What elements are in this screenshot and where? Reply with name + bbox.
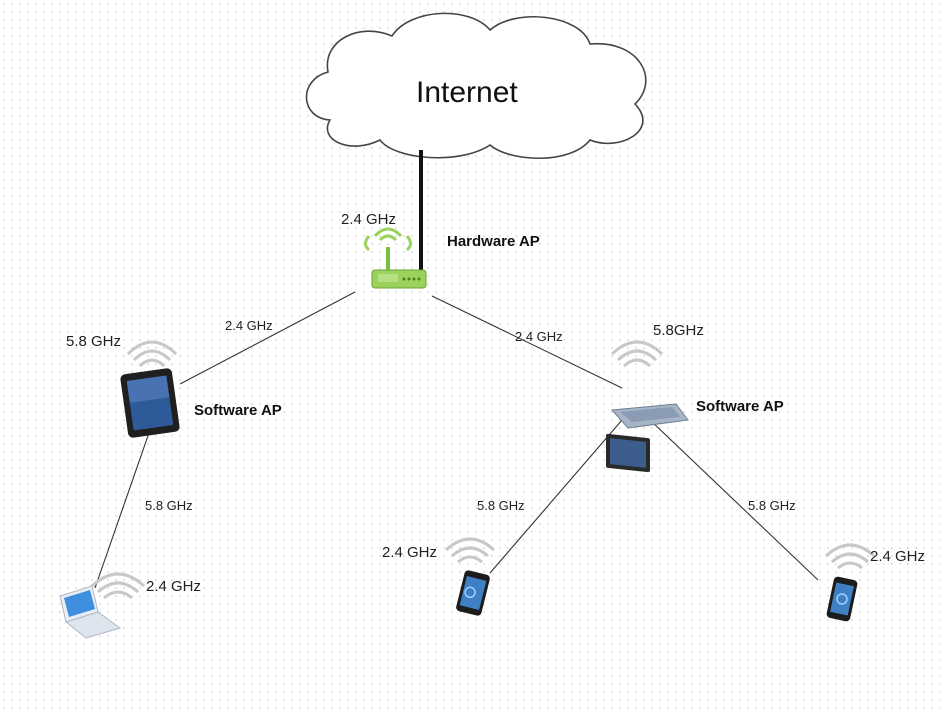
laptop-client-frequency: 2.4 GHz [146,578,202,595]
internet-cloud [305,12,647,159]
software-ap-right-label: Software AP [696,398,784,415]
hardware-ap-label: Hardware AP [447,233,540,250]
link-label-hw-to-laptop: 2.4 GHz [515,329,563,344]
links [94,150,819,589]
laptop-client-icon [59,585,122,639]
link-label-laptop-to-phone-mid: 5.8 GHz [477,498,525,513]
wifi-icon-phone-right [824,543,876,570]
link-label-tablet-to-laptop-client: 5.8 GHz [145,498,193,513]
software-ap-left-frequency: 5.8 GHz [66,333,122,350]
phone-right-frequency: 2.4 GHz [870,548,926,565]
phone-mid-icon [456,570,490,616]
internet-label: Internet [416,76,518,109]
wifi-icon-laptop-client [90,572,146,600]
wifi-icon-tablet [126,340,178,368]
software-ap-left-label: Software AP [194,402,282,419]
link-hw-to-tablet [179,291,356,385]
link-hw-to-laptop [431,295,623,389]
link-laptop-to-phone-right [649,419,819,581]
link-tablet-to-laptop-client [94,429,151,589]
wifi-icon-laptop-right [610,340,664,368]
tablet-icon [120,368,180,438]
router-icon [364,227,427,289]
hardware-ap-frequency: 2.4 GHz [341,211,397,228]
link-label-hw-to-tablet: 2.4 GHz [225,318,273,333]
software-ap-right-frequency: 5.8GHz [653,322,704,339]
phone-right-icon [826,576,858,622]
phone-mid-frequency: 2.4 GHz [382,544,438,561]
link-label-laptop-to-phone-right: 5.8 GHz [748,498,796,513]
wifi-icon-phone-mid [444,537,496,564]
link-laptop-to-phone-mid [489,419,623,574]
laptop-icon [606,403,689,473]
